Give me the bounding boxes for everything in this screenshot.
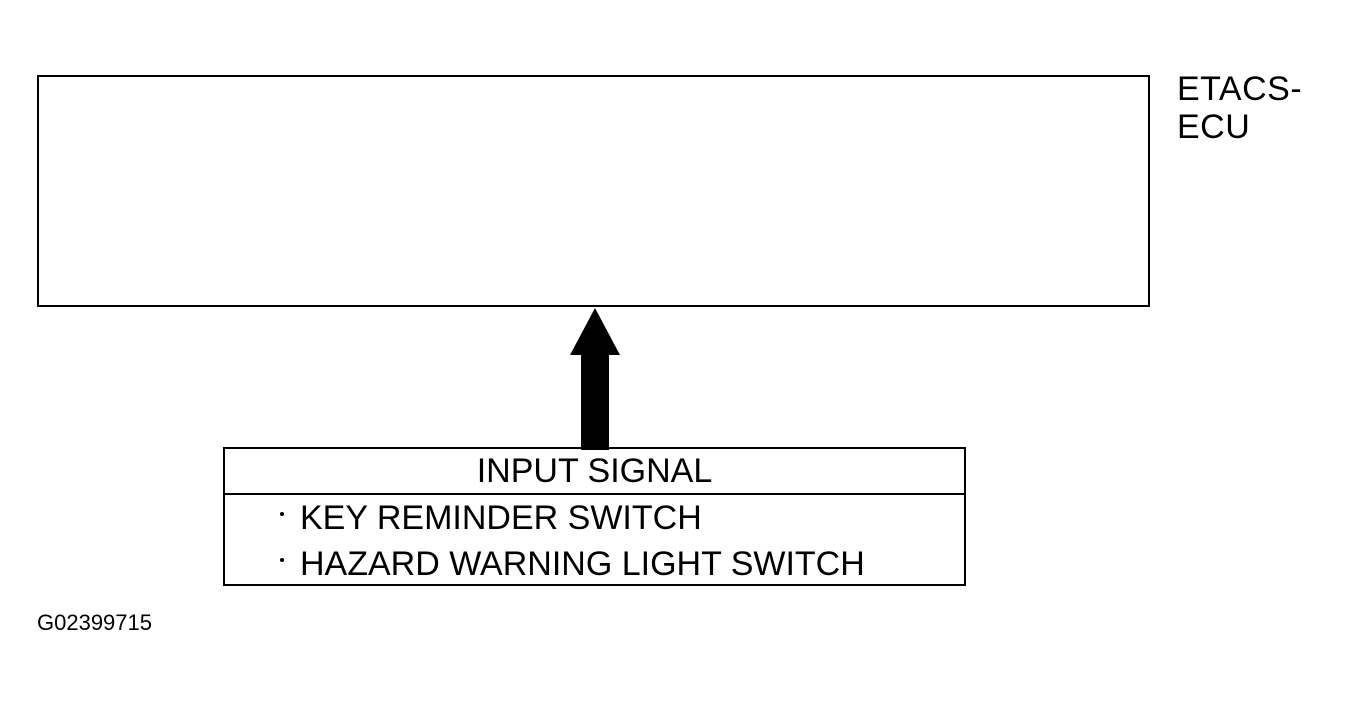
arrow-shaft [581,354,609,450]
etacs-ecu-block [37,75,1150,307]
ecu-label-line1: ETACS- [1177,70,1303,108]
ecu-label-line2: ECU [1177,108,1251,146]
figure-id: G02399715 [37,610,152,635]
input-signal-header: INPUT SIGNAL [225,449,964,495]
input-signal-list: KEY REMINDER SWITCH HAZARD WARNING LIGHT… [225,495,964,587]
signal-flow-arrow [570,308,620,450]
input-signal-block: INPUT SIGNAL KEY REMINDER SWITCH HAZARD … [223,447,966,586]
input-signal-item-label: HAZARD WARNING LIGHT SWITCH [300,545,865,583]
arrow-head [570,308,620,355]
input-signal-item-hazard-warning: HAZARD WARNING LIGHT SWITCH [225,541,964,587]
input-signal-item-key-reminder: KEY REMINDER SWITCH [225,495,964,541]
ecu-label: ETACS- ECU [1177,70,1302,146]
input-signal-item-label: KEY REMINDER SWITCH [300,499,702,537]
bullet-icon [280,558,284,562]
bullet-icon [280,512,284,516]
